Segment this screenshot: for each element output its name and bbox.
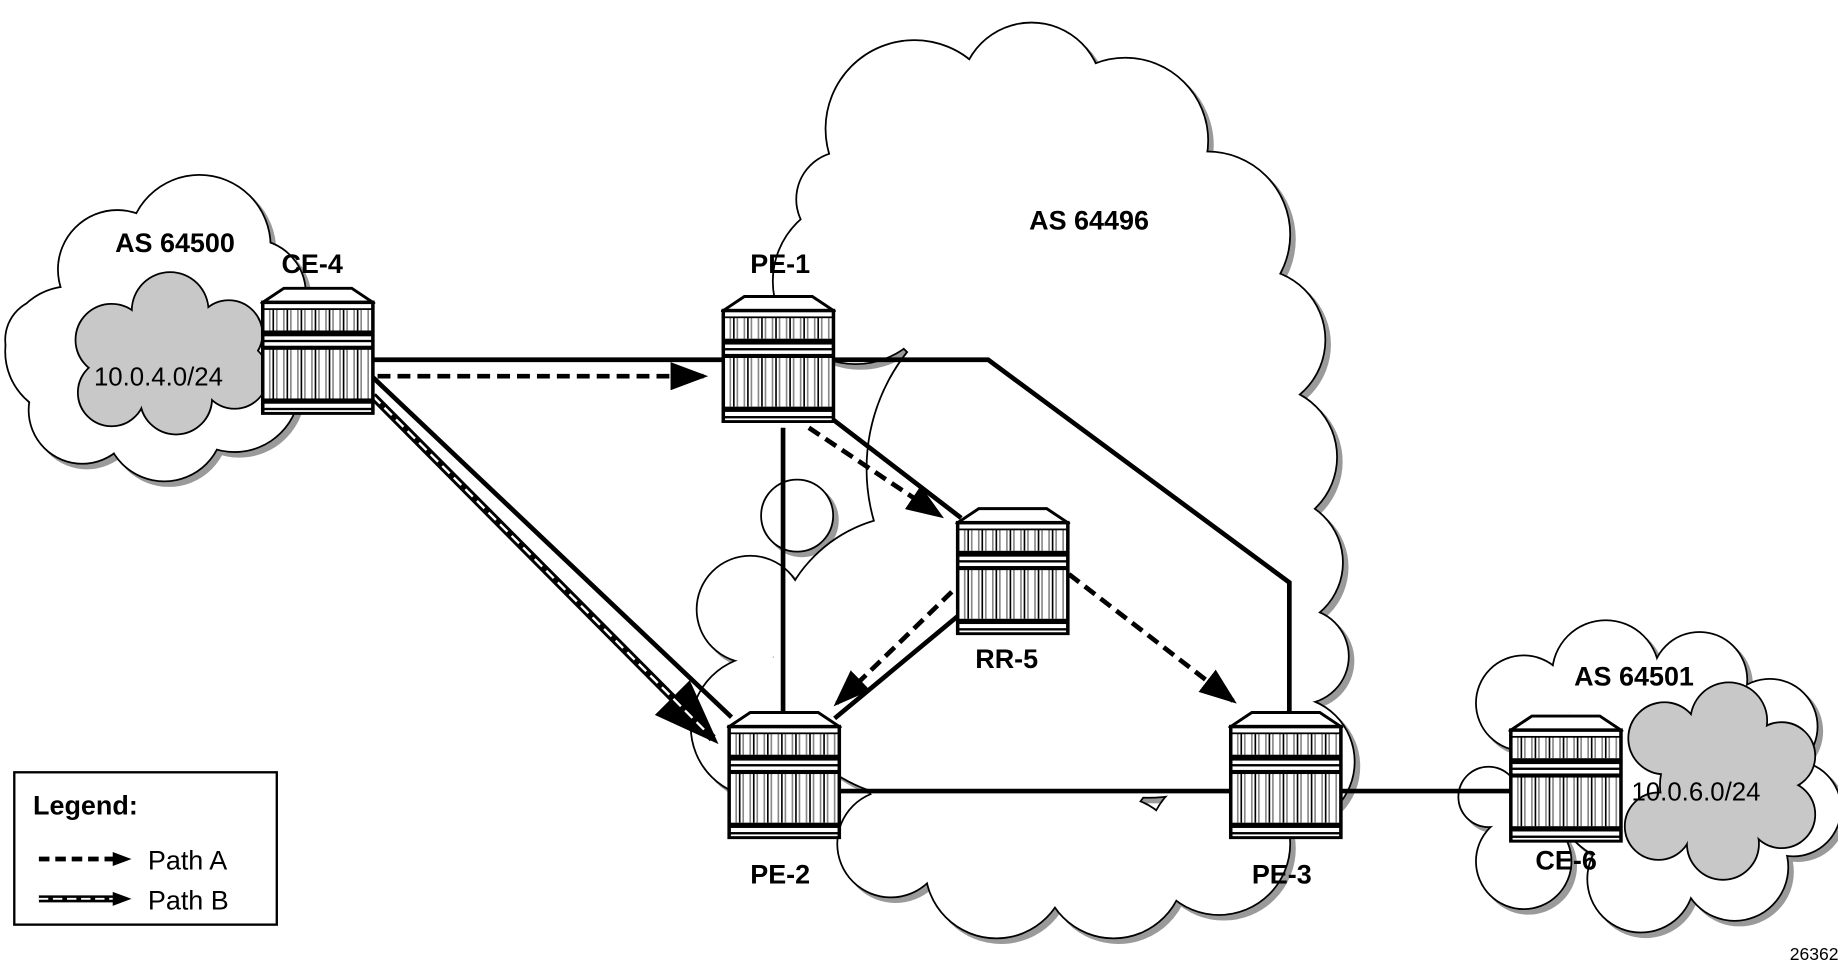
- legend-arrow-icon: [112, 851, 132, 867]
- node-label-pe1: PE-1: [750, 249, 810, 279]
- router-pe2[interactable]: [729, 713, 839, 838]
- legend-path-a-label: Path A: [148, 846, 227, 876]
- as-label-64496: AS 64496: [1029, 206, 1149, 236]
- node-label-rr5: RR-5: [975, 644, 1038, 674]
- link-ce4-pe2: [371, 375, 734, 719]
- figure-number: 26362: [1790, 944, 1838, 964]
- legend: Legend: Path A Path B: [13, 771, 278, 926]
- router-pe1[interactable]: [723, 296, 833, 421]
- node-label-pe3: PE-3: [1252, 860, 1312, 890]
- as-label-64501: AS 64501: [1574, 662, 1694, 692]
- path-b: [369, 393, 719, 745]
- router-ce6[interactable]: [1511, 716, 1621, 841]
- path-a-pe1-rr5: [807, 425, 944, 519]
- legend-path-b-label: Path B: [148, 885, 229, 915]
- link-pe1-pe3: [832, 357, 1292, 713]
- prefix-left: 10.0.4.0/24: [94, 364, 223, 392]
- cloud-prefix-10-0-4-0: [74, 271, 270, 436]
- node-label-ce4: CE-4: [281, 249, 342, 279]
- path-a: [377, 362, 1237, 707]
- cloud-prefix-10-0-6-0: [1623, 681, 1817, 881]
- router-ce4[interactable]: [263, 288, 373, 413]
- router-rr5[interactable]: [958, 509, 1068, 634]
- path-b-inner: [372, 395, 709, 735]
- legend-arrow-icon: [112, 891, 132, 906]
- path-a-rr5-pe3: [1067, 572, 1237, 704]
- as-label-64500: AS 64500: [115, 228, 235, 258]
- legend-title: Legend:: [33, 790, 138, 820]
- node-label-pe2: PE-2: [750, 860, 810, 890]
- node-label-ce6: CE-6: [1535, 846, 1596, 876]
- router-pe3[interactable]: [1231, 713, 1341, 838]
- path-a-rr5-pe2: [833, 590, 954, 707]
- prefix-right: 10.0.6.0/24: [1632, 778, 1761, 806]
